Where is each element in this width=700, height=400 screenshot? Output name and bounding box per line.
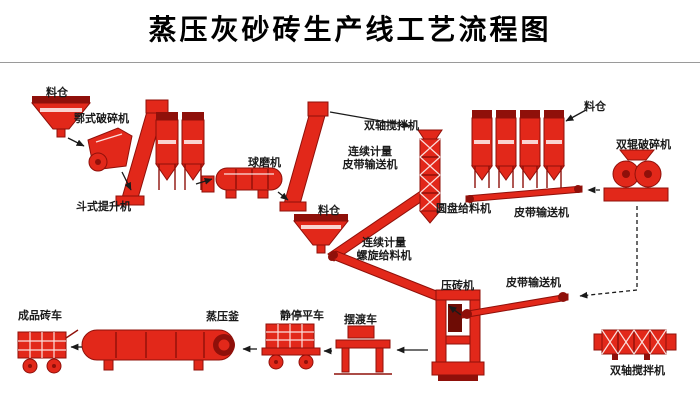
label-autoclave: 蒸压釜 (206, 310, 239, 323)
label-silo-middle: 料仓 (318, 204, 340, 217)
bucket-elevator-2-icon (279, 101, 329, 212)
label-double-roller-crusher: 双辊破碎机 (616, 138, 671, 151)
label-silo-top-left: 料仓 (46, 86, 68, 99)
brick-press-icon (431, 289, 485, 381)
label-brick-press: 压砖机 (441, 279, 474, 292)
label-disc-feeder: 圆盘给料机 (436, 202, 491, 215)
page-title: 蒸压灰砂砖生产线工艺流程图 (148, 15, 552, 46)
label-ball-mill: 球磨机 (248, 156, 281, 169)
label-twin-shaft-mixer-top: 双轴搅拌机 (364, 119, 419, 132)
hopper-silo-top-left-icon (30, 96, 92, 138)
flow-arrows (67, 109, 638, 355)
label-ferry-car: 摆渡车 (344, 313, 377, 326)
ferry-car-icon (334, 325, 392, 375)
label-static-curing-car: 静停平车 (280, 309, 324, 322)
label-finished-brick-cart: 成品砖车 (18, 309, 62, 322)
hopper-silo-middle-icon (292, 214, 350, 254)
jaw-crusher-icon (87, 127, 133, 172)
label-twin-shaft-mixer-bottom: 双轴搅拌机 (610, 364, 665, 377)
twin-shaft-mixer-bottom-icon (593, 329, 677, 360)
label-belt-conveyor-bottom: 皮带输送机 (506, 276, 561, 289)
label-metering-belt-conveyor: 连续计量 皮带输送机 (342, 145, 398, 171)
label-silo-right: 料仓 (584, 100, 606, 113)
finished-brick-cart-icon (17, 329, 79, 374)
static-curing-car-icon (261, 323, 321, 370)
bucket-elevator-icon (115, 99, 169, 206)
title-divider (0, 62, 700, 63)
label-bucket-elevator: 斗式提升机 (76, 200, 131, 213)
double-roller-crusher-icon (603, 149, 669, 202)
twin-silos-icon (155, 112, 205, 190)
four-silos-icon (471, 110, 565, 188)
label-belt-conveyor-mid: 皮带输送机 (514, 206, 569, 219)
belt-conveyor-mid-icon (465, 185, 583, 203)
label-jaw-crusher: 鄂式破碎机 (74, 112, 129, 125)
belt-conveyor-bottom-icon (461, 292, 569, 319)
ball-mill-icon (201, 167, 283, 199)
twin-shaft-mixer-top-icon (417, 129, 443, 224)
autoclave-icon (81, 329, 235, 371)
label-metering-screw-feeder: 连续计量 螺旋给料机 (356, 236, 412, 262)
